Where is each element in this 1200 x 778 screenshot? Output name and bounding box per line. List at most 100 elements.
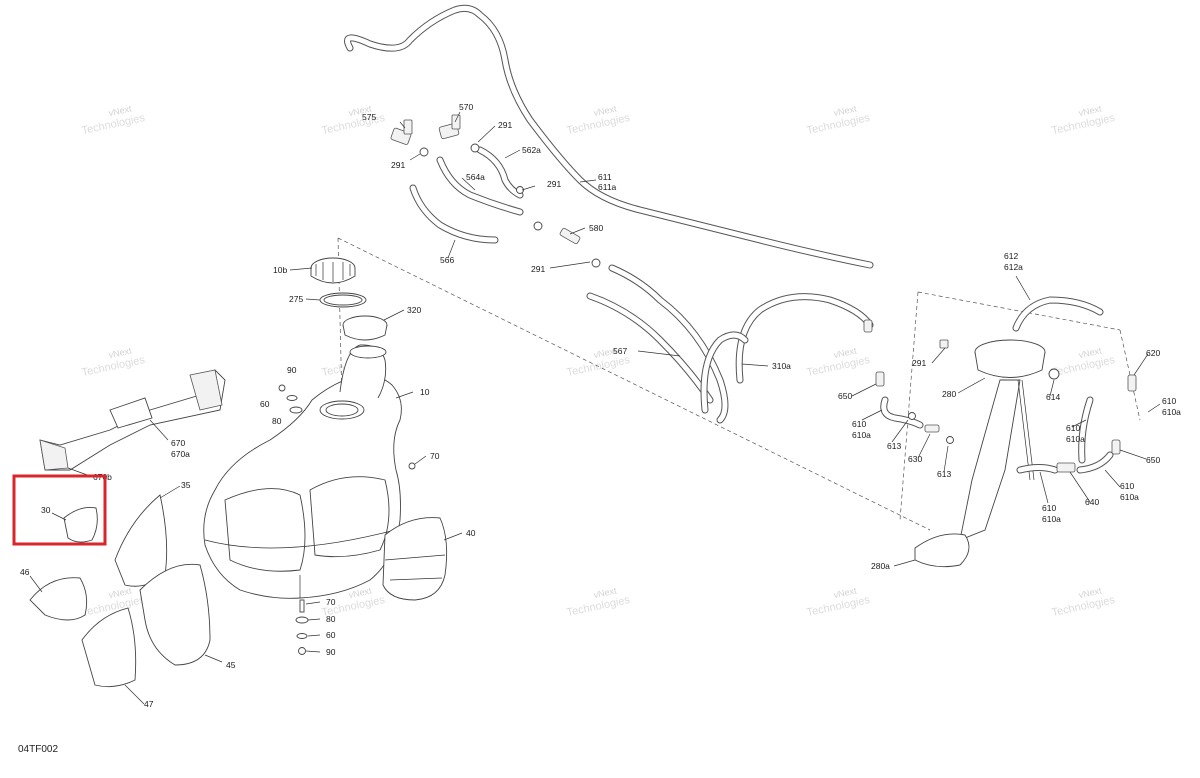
diagram-code: 04TF002 <box>18 744 59 755</box>
callout-650-b: 650 <box>1146 455 1160 465</box>
callout-320: 320 <box>407 305 421 315</box>
fittings-613[interactable] <box>908 412 954 444</box>
callout-46: 46 <box>20 567 30 577</box>
callout-580: 580 <box>589 223 603 233</box>
fitting-640[interactable] <box>1056 462 1076 473</box>
callout-labels: 570 575 291 291 562a 291 564a 611 611a 5… <box>20 102 1181 709</box>
callout-564a: 564a <box>466 172 485 182</box>
callout-90-a: 90 <box>287 365 297 375</box>
callout-567: 567 <box>613 346 627 356</box>
watermark-9: vNext <box>833 345 858 360</box>
connector-570[interactable] <box>438 114 461 140</box>
callout-291-c: 291 <box>547 179 561 189</box>
callout-610-a: 610 <box>852 419 866 429</box>
callout-611a: 611a <box>598 182 617 192</box>
hardware-stack-top[interactable] <box>278 384 416 470</box>
watermark-14: vNext <box>833 585 858 600</box>
callout-70-a: 70 <box>430 451 440 461</box>
callout-612a: 612a <box>1004 262 1023 272</box>
watermark-13: vNext <box>593 585 618 600</box>
callout-291-b: 291 <box>498 120 512 130</box>
fuel-pump-module-280[interactable] <box>959 339 1046 541</box>
vent-line-611[interactable] <box>344 4 874 269</box>
hose-564a[interactable] <box>436 156 524 216</box>
gasket-275[interactable] <box>319 292 367 308</box>
callout-291-e: 291 <box>912 358 926 368</box>
callout-612: 612 <box>1004 251 1018 261</box>
valve-580[interactable] <box>559 227 581 245</box>
shield-47[interactable] <box>81 607 137 688</box>
callout-30: 30 <box>41 505 51 515</box>
callout-566: 566 <box>440 255 454 265</box>
callout-80-a: 80 <box>272 416 282 426</box>
fuel-line-612[interactable] <box>1012 296 1104 332</box>
fuel-tank-10[interactable] <box>203 344 402 599</box>
hose-566[interactable] <box>409 184 499 244</box>
callout-60-a: 60 <box>260 399 270 409</box>
callout-90-b: 90 <box>326 647 336 657</box>
heat-shield-40[interactable] <box>382 517 448 601</box>
connector-620[interactable] <box>1127 374 1137 392</box>
clamps-291[interactable] <box>419 143 601 268</box>
callout-610a-e: 610a <box>1042 514 1061 524</box>
callout-610a-d: 610a <box>1120 492 1139 502</box>
callout-10: 10 <box>420 387 430 397</box>
hose-310a[interactable] <box>700 293 874 414</box>
watermark-5: vNext <box>1078 103 1103 118</box>
callout-610-d: 610 <box>1120 481 1134 491</box>
callout-570: 570 <box>459 102 473 112</box>
callout-291-a: 291 <box>391 160 405 170</box>
watermark-1: vNext <box>108 103 133 118</box>
bracket-670[interactable] <box>39 369 226 471</box>
watermark-12: vNext <box>348 585 373 600</box>
callout-610-c: 610 <box>1162 396 1176 406</box>
pad-30[interactable] <box>63 507 98 543</box>
shield-35[interactable] <box>114 494 168 587</box>
hose-567[interactable] <box>586 264 729 424</box>
callout-35: 35 <box>181 480 191 490</box>
callout-47: 47 <box>144 699 154 709</box>
callout-291-d: 291 <box>531 264 545 274</box>
callout-613-b: 613 <box>937 469 951 479</box>
callout-630: 630 <box>908 454 922 464</box>
watermark-2: vNext <box>348 103 373 118</box>
watermark-4: vNext <box>833 103 858 118</box>
callout-610-b: 610 <box>1066 423 1080 433</box>
callout-620: 620 <box>1146 348 1160 358</box>
callout-614: 614 <box>1046 392 1060 402</box>
callout-575: 575 <box>362 112 376 122</box>
watermark-15: vNext <box>1078 585 1103 600</box>
callout-80-b: 80 <box>326 614 336 624</box>
clip-291-right[interactable] <box>939 339 949 349</box>
watermark-10: vNext <box>1078 345 1103 360</box>
watermark-6: vNext <box>108 345 133 360</box>
callout-60-b: 60 <box>326 630 336 640</box>
cap-320[interactable] <box>342 315 388 341</box>
callout-650-a: 650 <box>838 391 852 401</box>
connectors-650[interactable] <box>863 319 1121 455</box>
fuel-line-610[interactable] <box>880 396 1114 474</box>
callout-275: 275 <box>289 294 303 304</box>
lock-ring-10b[interactable] <box>310 257 356 284</box>
callout-280: 280 <box>942 389 956 399</box>
assembly-dashed-lines <box>337 237 1141 531</box>
callout-611: 611 <box>598 172 612 182</box>
callout-562a: 562a <box>522 145 541 155</box>
watermark-3: vNext <box>593 103 618 118</box>
callout-613-a: 613 <box>887 441 901 451</box>
shield-46[interactable] <box>29 577 88 621</box>
filter-280a[interactable] <box>914 533 970 568</box>
leader-lines <box>29 111 1161 705</box>
callout-640: 640 <box>1085 497 1099 507</box>
connector-575[interactable] <box>390 119 413 145</box>
highlight-box-30[interactable] <box>12 474 107 546</box>
clamp-614[interactable] <box>1048 368 1060 380</box>
callout-10b: 10b <box>273 265 287 275</box>
callout-280a: 280a <box>871 561 890 571</box>
callout-310a: 310a <box>772 361 791 371</box>
hardware-stack-bottom[interactable] <box>295 599 309 655</box>
callout-40: 40 <box>466 528 476 538</box>
shield-45[interactable] <box>139 563 211 666</box>
hose-562a[interactable] <box>476 146 524 199</box>
